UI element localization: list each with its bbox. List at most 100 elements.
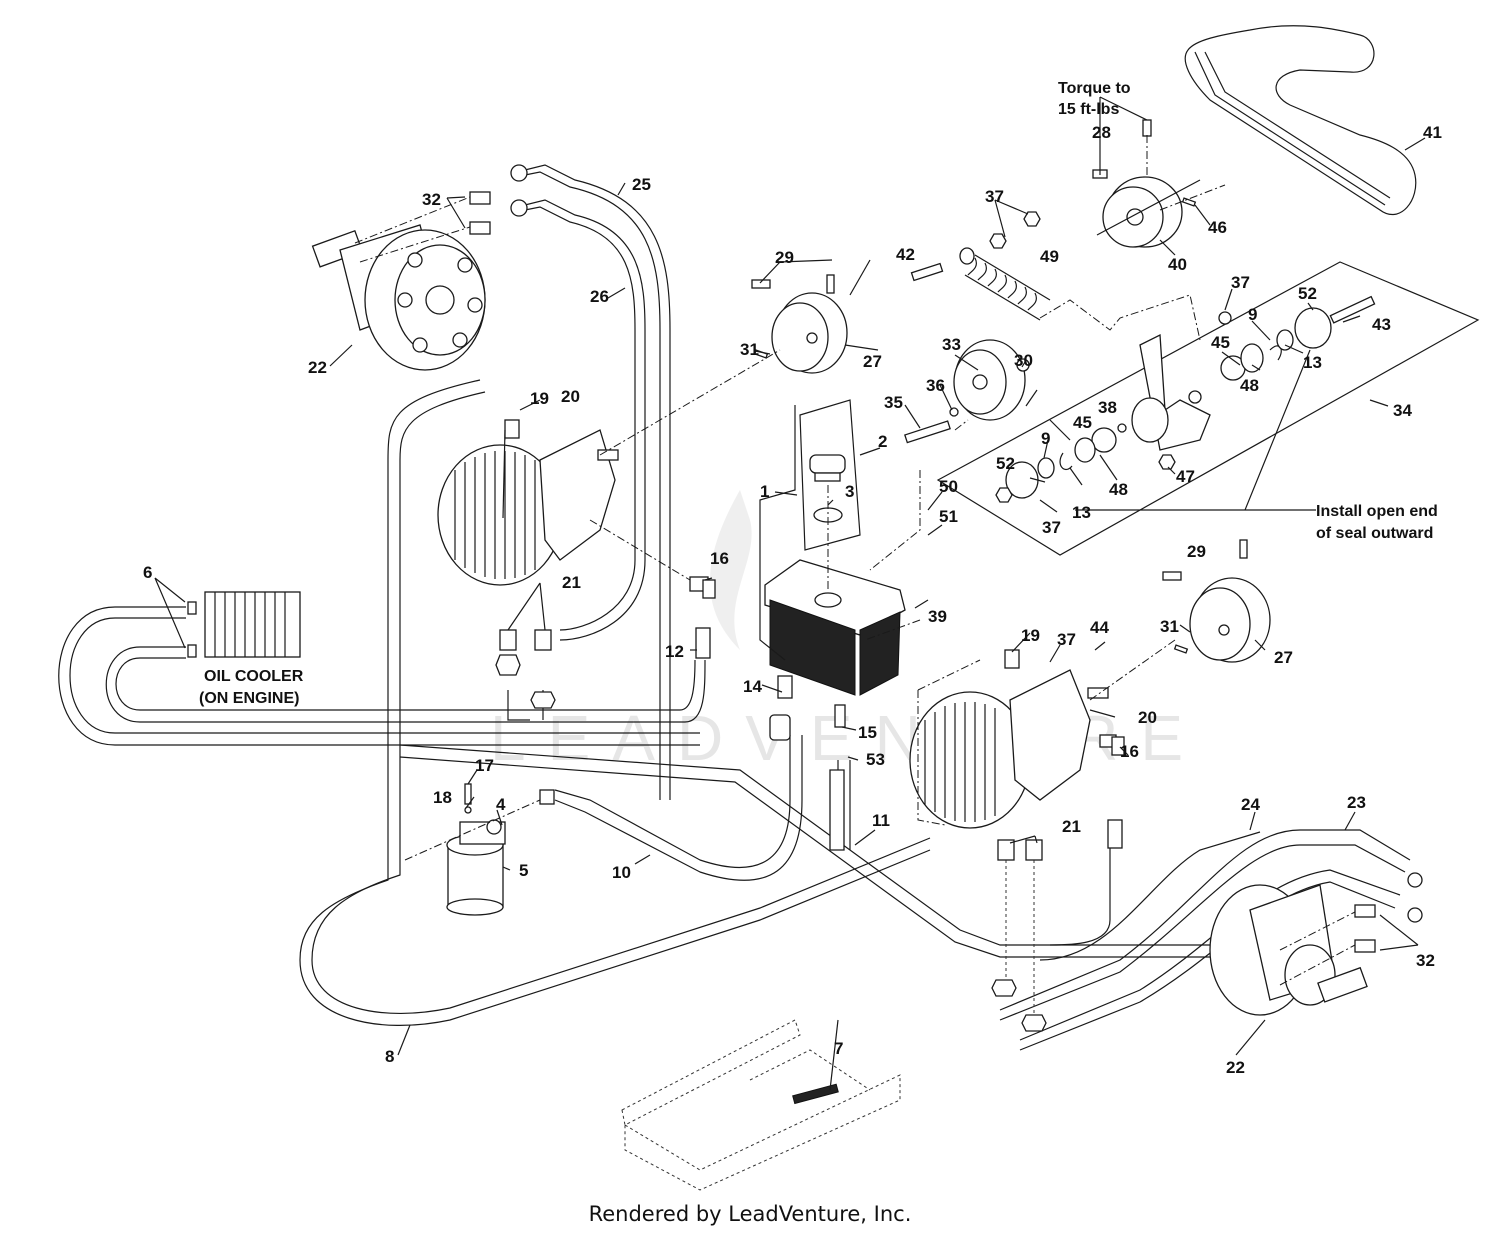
hydro-pump-upper <box>437 429 619 586</box>
callout-40: 40 <box>1168 255 1187 274</box>
drive-belt-41 <box>1184 25 1417 216</box>
callout-22-upper: 22 <box>308 358 327 377</box>
callout-30: 30 <box>1014 351 1033 370</box>
callout-26: 26 <box>590 287 609 306</box>
callout-39: 39 <box>928 607 947 626</box>
callout-21-upper: 21 <box>562 573 581 592</box>
callout-19-lower: 19 <box>1021 626 1040 645</box>
callout-48-upper: 48 <box>1240 376 1259 395</box>
pulley-27-upper <box>751 274 848 374</box>
elbow-fitting-16-upper <box>689 576 716 659</box>
hydro-pump-lower <box>909 669 1109 829</box>
projection-lines <box>354 184 1356 986</box>
callout-41: 41 <box>1423 123 1442 142</box>
callout-29-upper: 29 <box>775 248 794 267</box>
callout-27-lower: 27 <box>1274 648 1293 667</box>
callout-27-upper: 27 <box>863 352 882 371</box>
oil-filter <box>446 783 555 916</box>
pump-fittings <box>495 419 1123 1032</box>
callout-23: 23 <box>1347 793 1366 812</box>
callout-1: 1 <box>760 482 769 501</box>
callout-49: 49 <box>1040 247 1059 266</box>
callout-17: 17 <box>475 756 494 775</box>
callout-24: 24 <box>1241 795 1260 814</box>
callout-3: 3 <box>845 482 854 501</box>
callout-37-lower-arm: 37 <box>1042 518 1061 537</box>
oil-cooler <box>187 591 301 658</box>
callout-19-upper: 19 <box>530 389 549 408</box>
mounting-bracket <box>621 1019 901 1191</box>
callout-32-upper: 32 <box>422 190 441 209</box>
callout-18: 18 <box>433 788 452 807</box>
callout-44: 44 <box>1090 618 1109 637</box>
callout-20-lower: 20 <box>1138 708 1157 727</box>
callout-46: 46 <box>1208 218 1227 237</box>
callout-11: 11 <box>872 811 890 830</box>
leader-lines <box>154 96 1426 1091</box>
callout-50: 50 <box>939 477 958 496</box>
callout-52-lower: 52 <box>996 454 1015 473</box>
seal-note-line1: Install open end <box>1316 503 1438 520</box>
callout-31-upper: 31 <box>740 340 759 359</box>
callout-37-spring: 37 <box>985 187 1004 206</box>
callout-14: 14 <box>743 677 762 696</box>
callout-36: 36 <box>926 376 945 395</box>
callout-37-pump: 37 <box>1057 630 1076 649</box>
return-hose-8 <box>299 379 931 1026</box>
oil-cooler-hoses <box>58 606 706 746</box>
hose-25-26 <box>510 164 671 800</box>
render-credit: Rendered by LeadVenture, Inc. <box>588 1202 912 1226</box>
callout-29-lower: 29 <box>1187 542 1206 561</box>
pulley-40 <box>1092 119 1201 248</box>
callout-16-lower: 16 <box>1120 742 1139 761</box>
callout-53: 53 <box>866 750 885 769</box>
callout-5: 5 <box>519 861 528 880</box>
callout-45-lower: 45 <box>1073 413 1092 432</box>
callout-33: 33 <box>942 335 961 354</box>
callout-32-lower: 32 <box>1416 951 1435 970</box>
callout-16-upper: 16 <box>710 549 729 568</box>
callout-8: 8 <box>385 1047 394 1066</box>
callout-7: 7 <box>834 1039 843 1058</box>
callout-47: 47 <box>1176 467 1195 486</box>
callout-20-upper: 20 <box>561 387 580 406</box>
callout-31-lower: 31 <box>1160 617 1179 636</box>
callout-25: 25 <box>632 175 651 194</box>
callout-4: 4 <box>496 795 506 814</box>
callout-6: 6 <box>143 563 152 582</box>
idler-pulley-33 <box>904 339 1030 444</box>
oil-cooler-label-line2: (ON ENGINE) <box>199 690 299 707</box>
callout-43: 43 <box>1372 315 1391 334</box>
callout-15: 15 <box>858 723 877 742</box>
watermark-flame-icon <box>710 490 752 650</box>
wheel-motor-upper <box>311 191 491 371</box>
hydraulic-reservoir <box>759 399 906 851</box>
seal-note-line2: of seal outward <box>1316 525 1433 542</box>
callout-38: 38 <box>1098 398 1117 417</box>
callout-45-upper: 45 <box>1211 333 1230 352</box>
oil-cooler-label-line1: OIL COOLER <box>204 668 304 685</box>
callout-34: 34 <box>1393 401 1412 420</box>
wheel-motor-lower <box>1209 872 1423 1016</box>
elbow-fitting-16-lower <box>1099 734 1125 756</box>
callout-13-lower: 13 <box>1072 503 1091 522</box>
torque-note-line2: 15 ft-lbs <box>1058 101 1119 118</box>
pulley-27-lower <box>1162 539 1271 663</box>
callout-9-lower: 9 <box>1041 429 1050 448</box>
callout-12: 12 <box>665 642 684 661</box>
torque-note-line1: Torque to <box>1058 80 1131 97</box>
callout-21-lower: 21 <box>1062 817 1081 836</box>
callout-13-upper: 13 <box>1303 353 1322 372</box>
callout-labels: 1 2 3 4 5 6 7 8 9 9 10 11 12 13 13 14 15… <box>143 123 1442 1077</box>
callout-37-arm: 37 <box>1231 273 1250 292</box>
idler-arm-assembly-34 <box>936 261 1480 556</box>
callout-35: 35 <box>884 393 903 412</box>
callout-52-upper: 52 <box>1298 284 1317 303</box>
callout-48-lower: 48 <box>1109 480 1128 499</box>
watermark-text: LEADVENTURE <box>490 702 1205 774</box>
callout-51: 51 <box>939 507 958 526</box>
hose-11 <box>399 744 1220 958</box>
callout-42: 42 <box>896 245 915 264</box>
callout-22-lower: 22 <box>1226 1058 1245 1077</box>
